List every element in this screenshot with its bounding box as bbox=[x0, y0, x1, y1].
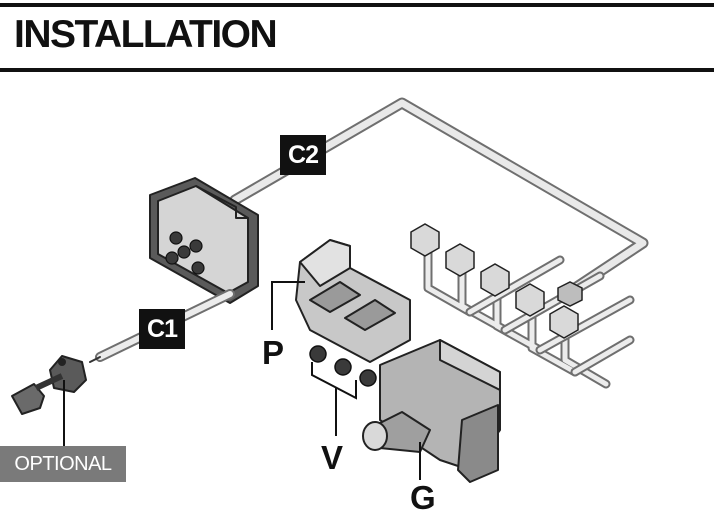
callout-c2: C2 bbox=[280, 135, 326, 175]
header-bottom-rule bbox=[0, 68, 714, 72]
section-valve-manifold bbox=[410, 223, 635, 389]
optional-label: OPTIONAL bbox=[0, 446, 126, 482]
page-title: INSTALLATION bbox=[14, 13, 278, 56]
pressure-gauge-assembly bbox=[362, 339, 501, 483]
c2-cable bbox=[229, 97, 649, 300]
section-valve-unit bbox=[295, 239, 411, 387]
callout-c1: C1 bbox=[139, 309, 185, 349]
callout-g: G bbox=[410, 479, 436, 516]
leader-lines bbox=[63, 281, 421, 480]
optional-flow-sensor bbox=[11, 355, 87, 415]
callout-p: P bbox=[262, 334, 285, 371]
control-box bbox=[149, 177, 259, 304]
callout-v: V bbox=[321, 439, 344, 476]
header-top-rule bbox=[0, 3, 714, 7]
